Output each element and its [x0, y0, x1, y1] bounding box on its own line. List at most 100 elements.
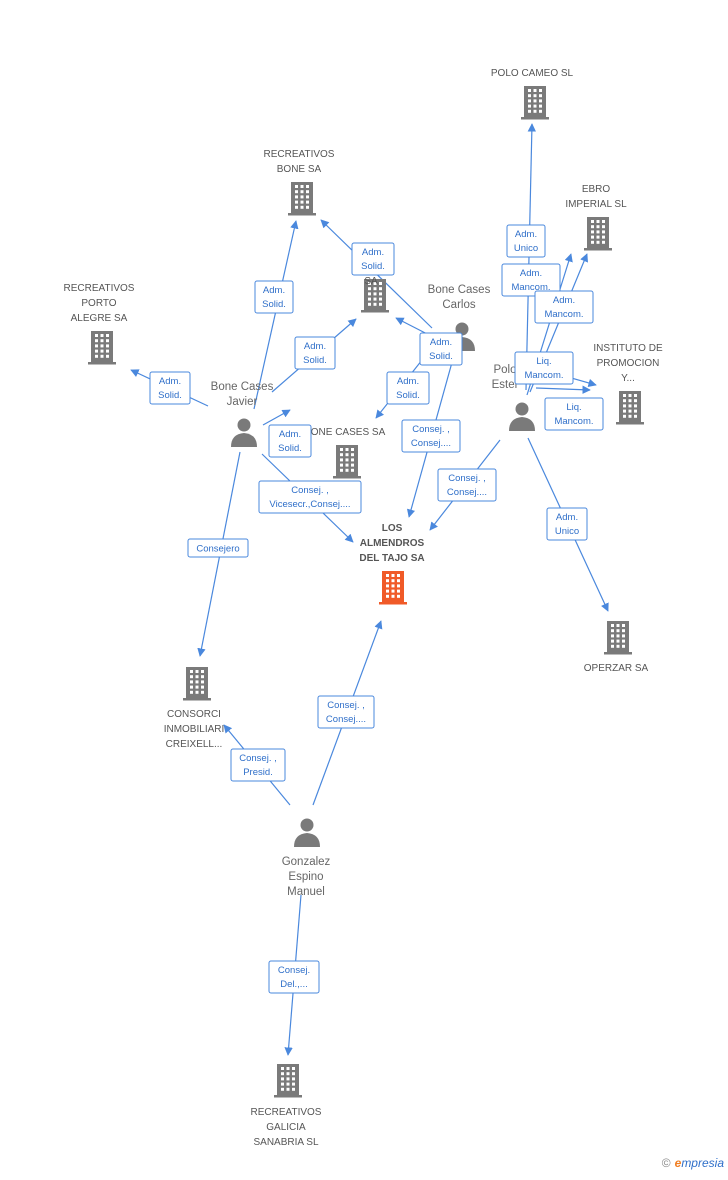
edge-label-box[interactable] — [351, 242, 395, 276]
node-label: GALICIA — [266, 1122, 306, 1133]
building-icon — [584, 217, 612, 251]
edge-label-text: Consej.... — [411, 438, 451, 449]
node-label: ALMENDROS — [360, 538, 425, 549]
edge-label-box[interactable] — [544, 397, 604, 431]
edge-label[interactable]: Adm.Solid. — [351, 242, 395, 276]
node-label: ALEGRE SA — [71, 313, 128, 324]
edge-label-box[interactable] — [230, 748, 286, 782]
building-icon — [361, 279, 389, 313]
edge-label-text: Unico — [514, 243, 538, 254]
edge-label-box[interactable] — [258, 480, 362, 514]
node-label: BONE SA — [277, 164, 322, 175]
edge-label-text: Consej.... — [326, 714, 366, 725]
edge-label[interactable]: Adm. Solid. — [268, 424, 312, 458]
edge-label-box[interactable] — [401, 419, 461, 453]
edge-label-box[interactable] — [149, 371, 191, 405]
edge-label-text: Adm. — [279, 429, 301, 440]
person-icon — [294, 818, 320, 847]
edge-label[interactable]: Consej.Del.,... — [268, 960, 320, 994]
node-consorci[interactable]: CONSORCIINMOBILIARICREIXELL... — [164, 667, 225, 750]
edge-label[interactable]: Adm.Solid. — [386, 371, 430, 405]
edge-label[interactable]: Consej. , Consej.... — [317, 695, 375, 729]
node-label: Polo — [493, 364, 516, 376]
edge-label-box[interactable] — [534, 290, 594, 324]
edge-label[interactable]: Consej. ,Consej.... — [437, 468, 497, 502]
edge-label-text: Mancom. — [554, 416, 593, 427]
node-label: RECREATIVOS — [251, 1107, 322, 1118]
node-label: Ester — [492, 379, 519, 391]
node-label: SA — [364, 276, 378, 287]
edge-label[interactable]: Adm.Solid. — [149, 371, 191, 405]
edge-polo_ester-to-instituto — [535, 385, 591, 394]
edge-bone_javier-to-recreativos_bone — [253, 220, 299, 410]
node-bone_cases_sa[interactable]: ONE CASES SA — [311, 427, 386, 479]
node-label: Bone Cases — [428, 284, 491, 296]
edge-label[interactable]: Liq.Mancom. — [514, 351, 574, 385]
edge-label-text: Consej. , — [412, 424, 450, 435]
edge-label-box[interactable] — [546, 507, 588, 541]
edge-label[interactable]: Adm.Mancom. — [501, 263, 561, 297]
edge-label-text: Adm. — [430, 337, 452, 348]
edge-label-box[interactable] — [506, 224, 546, 258]
edge-label-box[interactable] — [514, 351, 574, 385]
building-icon — [604, 621, 632, 655]
building-icon — [274, 1064, 302, 1098]
person-icon — [509, 402, 535, 431]
edge-label-text: Solid. — [429, 351, 453, 362]
edge-label-box[interactable] — [268, 424, 312, 458]
copyright-symbol: © — [661, 1156, 671, 1170]
edge-label[interactable]: Consej. , Consej.... — [401, 419, 461, 453]
edge-label-box[interactable] — [187, 538, 249, 558]
node-label: PORTO — [81, 298, 116, 309]
edge-label-box[interactable] — [294, 336, 336, 370]
node-label: EBRO — [582, 184, 611, 195]
node-label: LOS — [382, 523, 403, 534]
edge-label-box[interactable] — [386, 371, 430, 405]
node-operzar[interactable]: OPERZAR SA — [584, 621, 649, 674]
edge-label-text: Liq. — [536, 356, 551, 367]
edge-label-text: Solid. — [303, 355, 327, 366]
edge-label[interactable]: Adm.Unico — [506, 224, 546, 258]
building-icon — [333, 445, 361, 479]
node-label: Bone Cases — [211, 381, 274, 393]
edge-label[interactable]: Adm. Solid. — [419, 332, 463, 366]
edge-label-text: Del.,... — [280, 979, 307, 990]
node-label: INSTITUTO DE — [593, 343, 663, 354]
edge-label-box[interactable] — [254, 280, 294, 314]
node-instituto[interactable]: INSTITUTO DEPROMOCIONY... — [593, 343, 663, 425]
edge-label-box[interactable] — [437, 468, 497, 502]
person-icon — [231, 418, 257, 447]
edge-label-text: Adm. — [520, 268, 542, 279]
edge-label[interactable]: Consejero — [187, 538, 249, 558]
edge-label-box[interactable] — [419, 332, 463, 366]
node-label: Gonzalez — [282, 856, 331, 868]
edge-label-text: Consejero — [196, 544, 239, 555]
edge-label-text: Solid. — [278, 443, 302, 454]
edge-label-text: Adm. — [553, 295, 575, 306]
edge-label[interactable]: Consej. ,Presid. — [230, 748, 286, 782]
node-polo_cameo[interactable]: POLO CAMEO SL — [491, 68, 574, 120]
node-label: Manuel — [287, 886, 325, 898]
node-label: Carlos — [442, 299, 475, 311]
node-almendros[interactable]: LOS ALMENDROS DEL TAJO SA — [359, 523, 425, 605]
edge-label-text: Consej. , — [327, 700, 365, 711]
building-icon — [616, 391, 644, 425]
edge-label-box[interactable] — [317, 695, 375, 729]
edge-label[interactable]: Liq.Mancom. — [544, 397, 604, 431]
edge-label[interactable]: Adm.Unico — [546, 507, 588, 541]
edge-label-box[interactable] — [501, 263, 561, 297]
edge-label[interactable]: Adm.Mancom. — [534, 290, 594, 324]
edge-label[interactable]: Adm.Solid. — [254, 280, 294, 314]
edge-label[interactable]: Consej. ,Vicesecr.,Consej.... — [258, 480, 362, 514]
edge-label-box[interactable] — [268, 960, 320, 994]
node-label: DEL TAJO SA — [359, 553, 424, 564]
edge-label[interactable]: Adm.Solid. — [294, 336, 336, 370]
